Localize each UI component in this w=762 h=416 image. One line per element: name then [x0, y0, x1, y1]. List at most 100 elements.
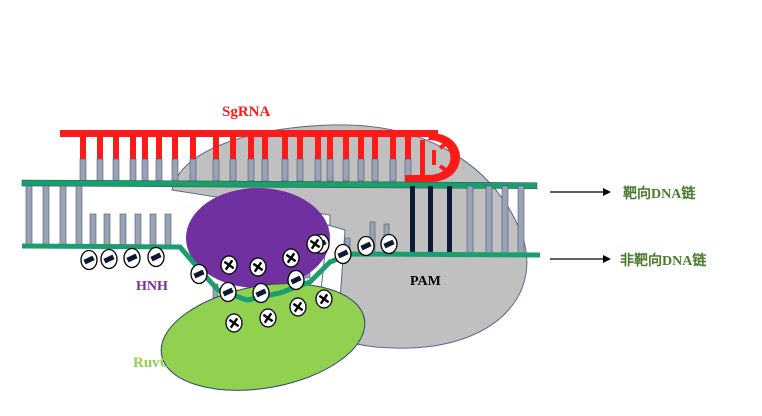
sgrna-tooth [405, 137, 411, 159]
plus-glyph [253, 261, 263, 273]
sgrna-tooth [327, 137, 333, 159]
negative-charge-icon [123, 247, 141, 269]
sgrna-tooth [172, 137, 178, 159]
minus-glyph [383, 239, 395, 249]
pam-label: PAM [410, 274, 441, 289]
sgrna-paired-base [296, 158, 304, 182]
negative-charge-icon [357, 235, 375, 257]
negative-charge-icon [380, 233, 398, 255]
sgrna-loop-stem [438, 164, 449, 173]
sgrna-tooth [372, 137, 378, 159]
sgrna-paired-base [141, 158, 149, 182]
sgrna-paired-base [389, 158, 397, 182]
non-target-base [119, 213, 127, 247]
target-strand-label: 靶向DNA链 [623, 185, 696, 202]
non-target-base [164, 213, 172, 247]
sgrna-paired-base [129, 158, 137, 182]
dna-base-pair [25, 185, 33, 247]
sgrna-tooth [297, 137, 303, 159]
sgrna-tooth [248, 137, 254, 159]
non-target-strand-arrow [550, 255, 611, 263]
positive-charge-icon [282, 248, 300, 268]
sgrna-paired-base [229, 158, 237, 182]
sgrna-tooth [282, 137, 288, 159]
minus-glyph [337, 249, 349, 259]
sgrna-paired-base [314, 158, 322, 182]
minus-glyph [193, 269, 205, 279]
sgrna-paired-base [155, 158, 163, 182]
sgrna-tooth [130, 137, 136, 159]
sgrna-label: SgRNA [222, 104, 271, 120]
minus-glyph [126, 253, 138, 263]
dna-base-pair [42, 185, 50, 247]
sgrna-tooth [343, 137, 349, 159]
positive-charge-icon [225, 313, 243, 333]
sgrna [60, 130, 460, 182]
negative-charge-icon [219, 281, 237, 303]
sgrna-tooth [113, 137, 119, 159]
sgrna-paired-base [212, 158, 220, 182]
hnh-label: HNH [136, 279, 168, 294]
sgrna-paired-base [189, 158, 197, 182]
sgrna-paired-base [281, 158, 289, 182]
sgrna-tooth [390, 137, 396, 159]
minus-glyph [103, 254, 115, 264]
sgrna-loop-stem [438, 141, 449, 150]
plus-glyph [263, 312, 273, 324]
non-target-strand-label: 非靶向DNA链 [620, 252, 707, 269]
plus-glyph [224, 259, 234, 271]
sgrna-tooth [358, 137, 364, 159]
dna-base-pair [501, 185, 509, 255]
sgrna-loop-stem [432, 150, 436, 165]
sgrna-tooth [190, 137, 196, 159]
negative-charge-icon [334, 243, 352, 265]
negative-charge-icon [147, 246, 165, 268]
minus-glyph [222, 287, 234, 297]
plus-glyph [319, 293, 329, 305]
negative-charge-icon [100, 248, 118, 270]
sgrna-paired-base [79, 158, 87, 182]
sgrna-paired-base [247, 158, 255, 182]
target-strand-backbone [21, 179, 538, 189]
charges [80, 233, 398, 333]
sgrna-paired-base [112, 158, 120, 182]
ruvc-label: RuvC [133, 355, 171, 371]
sgrna-tooth [156, 137, 162, 159]
minus-glyph [83, 255, 95, 265]
negative-charge-icon [80, 249, 98, 271]
minus-glyph [255, 288, 267, 298]
sgrna-tooth [230, 137, 236, 159]
positive-charge-icon [220, 255, 238, 275]
non-target-base [149, 213, 157, 247]
sgrna-paired-base [342, 158, 350, 182]
pam-base-pair [447, 186, 452, 254]
positive-charge-icon [315, 289, 333, 309]
dna-base-pair [466, 185, 474, 255]
positive-charge-icon [306, 234, 324, 254]
sgrna-tooth [315, 137, 321, 159]
minus-glyph [150, 252, 162, 262]
negative-charge-icon [190, 263, 208, 285]
plus-glyph [310, 238, 320, 250]
non-target-base [103, 213, 111, 247]
sgrna-tooth [262, 137, 268, 159]
dna-base-pair [485, 185, 493, 255]
sgrna-paired-base [261, 158, 269, 182]
pam-base-pair [428, 186, 433, 254]
positive-charge-icon [249, 257, 267, 277]
sgrna-tooth [80, 137, 86, 159]
sgrna-loop-stem [420, 140, 425, 175]
sgrna-paired-base [326, 158, 334, 182]
sgrna-tooth [97, 137, 103, 159]
plus-glyph [229, 317, 239, 329]
plus-glyph [293, 301, 303, 313]
dna-base-pair [517, 185, 525, 255]
sgrna-tooth [213, 137, 219, 159]
ruvc-domain [160, 283, 366, 391]
plus-glyph [286, 252, 296, 264]
non-target-base [89, 213, 97, 247]
sgrna-paired-base [171, 158, 179, 182]
minus-glyph [290, 275, 302, 285]
non-target-base [134, 213, 142, 247]
